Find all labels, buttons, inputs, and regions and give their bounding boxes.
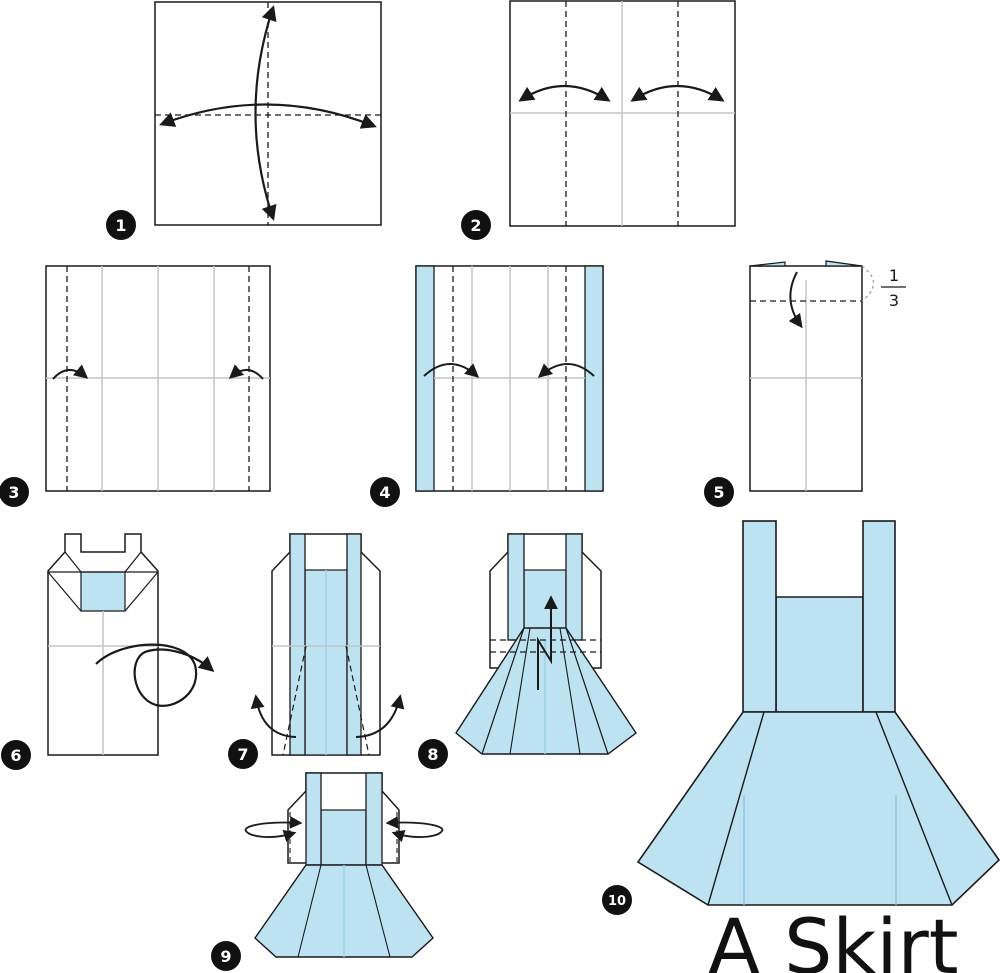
- strap-right: [346, 533, 362, 756]
- fold-arrow-right: [537, 363, 595, 378]
- step-2: 2: [461, 0, 736, 240]
- fraction-denominator: 3: [889, 291, 899, 310]
- step-number-badge: [461, 210, 491, 240]
- fold-arrow-horizontal: [159, 103, 377, 129]
- step-number-badge: [0, 477, 29, 507]
- step-number-badge: [370, 477, 400, 507]
- step-5: 1 3 5: [704, 260, 906, 507]
- step-4: 4: [370, 265, 604, 507]
- folded-flap-right: [584, 265, 604, 492]
- fold-edge: [64, 551, 82, 573]
- center-panel: [775, 596, 864, 713]
- step-number-badge: [106, 210, 136, 240]
- fold-arrow-left: [423, 363, 480, 378]
- flap-edge-right: [825, 260, 863, 267]
- step-number-badge: [602, 885, 632, 915]
- step-number: 2: [470, 216, 481, 235]
- fold-edge: [47, 571, 82, 612]
- fold-arrow-right: [355, 694, 405, 738]
- strap-left: [742, 520, 777, 713]
- skirt-pleat: [565, 627, 609, 755]
- diagram-title: A Skirt: [708, 902, 959, 973]
- fold-arrow-left: [518, 84, 611, 102]
- measure-bracket: [861, 265, 875, 302]
- rotate-arrow-left: [244, 816, 303, 843]
- step-7: 7: [228, 533, 405, 769]
- skirt-pleat: [875, 711, 953, 906]
- fold-arrow-right: [630, 84, 725, 102]
- strap-left: [289, 533, 306, 756]
- step-3: 3: [0, 265, 271, 507]
- fold-edge: [124, 571, 159, 612]
- step-number: 5: [713, 483, 724, 502]
- center-panel: [320, 809, 367, 866]
- skirt-body: [636, 711, 1000, 906]
- step-number-badge: [1, 740, 31, 770]
- fold-arrow-left: [52, 364, 89, 380]
- fold-arrow-right: [228, 364, 264, 380]
- flap-edge-left: [749, 261, 786, 267]
- step-number-badge: [418, 739, 448, 769]
- step-number: 9: [220, 947, 231, 966]
- folded-flap-center: [80, 571, 126, 612]
- strap-left: [507, 533, 525, 641]
- step-number: 7: [237, 745, 248, 764]
- fraction-numerator: 1: [889, 266, 899, 285]
- pleat-arrow: [537, 595, 558, 690]
- skirt-pleat: [559, 627, 581, 755]
- skirt-pleat: [365, 864, 391, 958]
- skirt-pleat: [297, 864, 322, 958]
- strap-right: [365, 772, 383, 866]
- step-1: 1: [106, 1, 382, 240]
- turn-over-arrow: [95, 643, 215, 707]
- step-number-badge: [228, 739, 258, 769]
- step-number: 10: [608, 894, 626, 909]
- step-number-badge: [211, 941, 241, 971]
- skirt-pleat: [707, 711, 765, 906]
- step-number-badge: [704, 477, 734, 507]
- step-number: 4: [379, 483, 390, 502]
- step-6: 6: [1, 533, 215, 770]
- strap-right: [565, 533, 583, 641]
- step-9: 9: [211, 772, 444, 971]
- step-8: 8: [418, 533, 637, 769]
- step-number: 6: [10, 746, 21, 765]
- skirt-body: [455, 627, 637, 755]
- fold-edge: [124, 551, 142, 573]
- fold-arrow-down: [788, 271, 803, 329]
- fold-arrow-left: [250, 694, 297, 738]
- folded-flap-left: [415, 265, 435, 492]
- step-number: 1: [115, 216, 126, 235]
- step-number: 3: [8, 483, 19, 502]
- skirt-pleat: [481, 627, 525, 755]
- strap-left: [305, 772, 322, 866]
- strap-right: [862, 520, 896, 713]
- step-number: 8: [427, 745, 438, 764]
- skirt-pleat: [509, 627, 531, 755]
- step-10-finished-skirt: 10: [602, 520, 1000, 915]
- rotate-arrow-right: [385, 816, 444, 843]
